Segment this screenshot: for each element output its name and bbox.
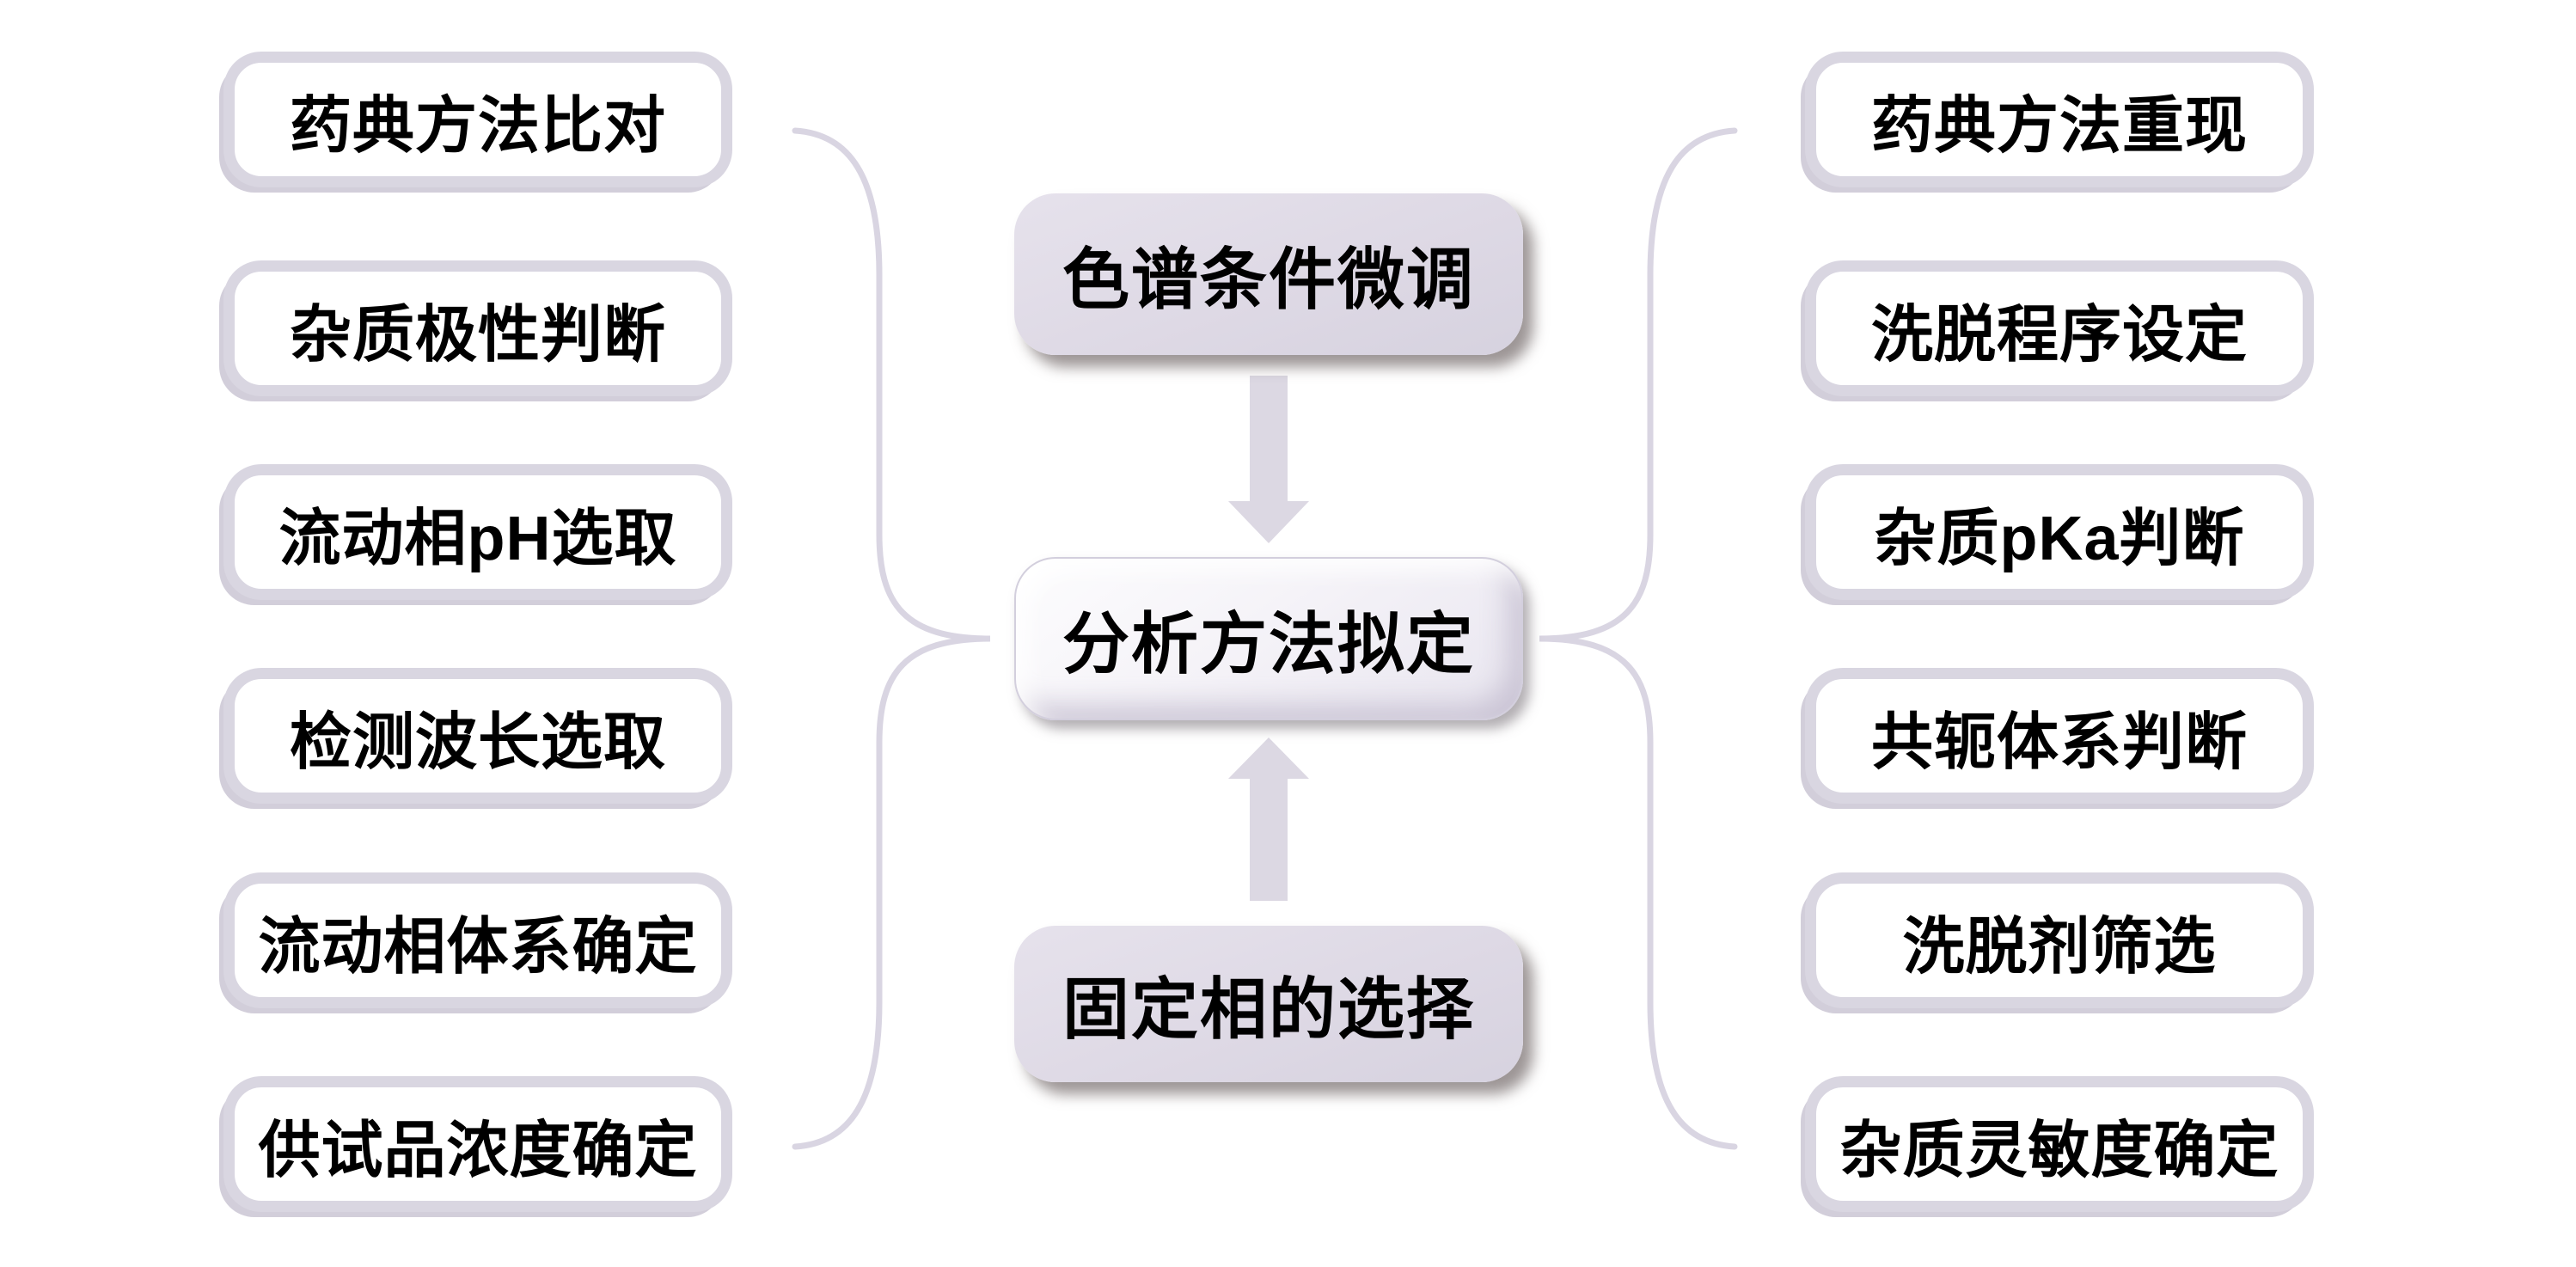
right-brace-connector bbox=[1539, 127, 1738, 1150]
node-label: 杂质灵敏度确定 bbox=[1839, 1116, 2279, 1185]
center-node-stationary-phase-selection: 固定相的选择 bbox=[1014, 926, 1523, 1082]
node-label: 流动相体系确定 bbox=[258, 912, 698, 982]
arrow-down-icon bbox=[1228, 376, 1309, 543]
right-node-impurity-pka: 杂质pKa判断 bbox=[1805, 464, 2314, 600]
center-node-chromatographic-fine-tuning: 色谱条件微调 bbox=[1014, 193, 1523, 355]
left-node-pharmacopoeia-comparison: 药典方法比对 bbox=[223, 52, 732, 187]
left-brace-connector bbox=[792, 127, 991, 1150]
right-node-elution-program: 洗脱程序设定 bbox=[1805, 260, 2314, 396]
node-label: 流动相pH选取 bbox=[278, 504, 677, 573]
node-label: 分析方法拟定 bbox=[1062, 606, 1475, 682]
right-node-pharmacopoeia-reproduction: 药典方法重现 bbox=[1805, 52, 2314, 187]
node-label: 药典方法重现 bbox=[1870, 91, 2248, 161]
right-node-impurity-sensitivity: 杂质灵敏度确定 bbox=[1805, 1076, 2314, 1212]
left-node-sample-concentration: 供试品浓度确定 bbox=[223, 1076, 732, 1212]
node-label: 色谱条件微调 bbox=[1062, 242, 1475, 317]
node-label: 共轭体系判断 bbox=[1870, 707, 2248, 777]
node-label: 药典方法比对 bbox=[289, 91, 666, 161]
right-node-eluent-screening: 洗脱剂筛选 bbox=[1805, 872, 2314, 1008]
node-label: 洗脱剂筛选 bbox=[1902, 912, 2217, 982]
arrow-up-icon bbox=[1228, 738, 1309, 901]
left-node-impurity-polarity: 杂质极性判断 bbox=[223, 260, 732, 396]
node-label: 固定相的选择 bbox=[1062, 971, 1475, 1047]
node-label: 洗脱程序设定 bbox=[1870, 300, 2248, 370]
left-node-mobile-phase-system: 流动相体系确定 bbox=[223, 872, 732, 1008]
node-label: 检测波长选取 bbox=[289, 707, 666, 777]
center-node-analytical-method-drafting: 分析方法拟定 bbox=[1014, 557, 1523, 720]
left-node-detection-wavelength: 检测波长选取 bbox=[223, 668, 732, 804]
left-node-mobile-phase-ph: 流动相pH选取 bbox=[223, 464, 732, 600]
node-label: 杂质pKa判断 bbox=[1874, 504, 2245, 573]
node-label: 供试品浓度确定 bbox=[258, 1116, 698, 1185]
right-node-conjugated-system: 共轭体系判断 bbox=[1805, 668, 2314, 804]
node-label: 杂质极性判断 bbox=[289, 300, 666, 370]
